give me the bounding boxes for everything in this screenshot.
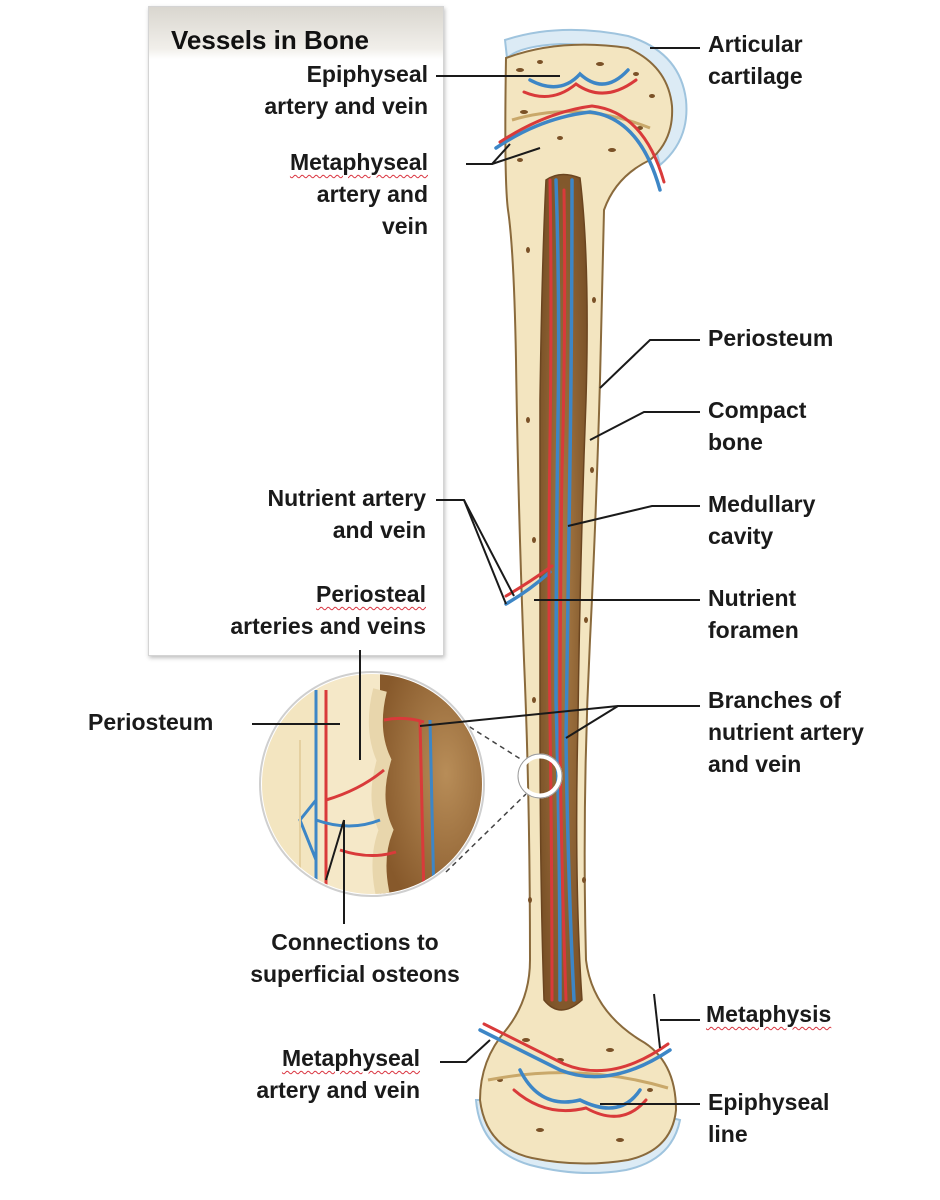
- label-connections-osteons: Connections to superficial osteons: [220, 926, 490, 990]
- label-periosteum-left: Periosteum: [88, 709, 214, 735]
- zoom-source-ring: [517, 753, 563, 799]
- title-panel: Vessels in Bone: [148, 6, 444, 656]
- label-line: artery and vein: [264, 93, 428, 119]
- label-line: Epiphyseal: [708, 1089, 830, 1115]
- label-periosteum-right: Periosteum: [708, 325, 834, 351]
- label-line: Articular: [708, 31, 803, 57]
- label-line: and vein: [708, 751, 802, 777]
- diagram-title: Vessels in Bone: [171, 25, 369, 55]
- label-line: artery and vein: [256, 1077, 420, 1103]
- label-line: Metaphyseal: [281, 1045, 420, 1071]
- label-line: cartilage: [708, 63, 803, 89]
- label-line: Metaphysis: [706, 1001, 832, 1027]
- title-band: [149, 7, 443, 59]
- label-line: foramen: [708, 617, 799, 643]
- label-line: arteries and veins: [230, 613, 426, 639]
- label-periosteal-arteries-veins: Periosteal arteries and veins: [180, 578, 426, 642]
- label-medullary-cavity: Medullary cavity: [708, 488, 815, 552]
- label-line: Metaphyseal: [289, 149, 428, 175]
- label-line: superficial osteons: [250, 961, 460, 987]
- label-metaphyseal-artery-vein-bottom: Metaphyseal artery and vein: [200, 1042, 420, 1106]
- label-epiphyseal-line: Epiphyseal line: [708, 1086, 829, 1150]
- label-line: bone: [708, 429, 763, 455]
- label-line: and vein: [332, 517, 426, 543]
- label-line: Nutrient: [708, 585, 797, 611]
- label-line: Nutrient artery: [267, 485, 426, 511]
- label-line: Epiphyseal: [306, 61, 428, 87]
- label-line: Periosteal: [316, 581, 426, 607]
- label-metaphysis: Metaphysis: [706, 998, 831, 1030]
- label-line: Branches of: [708, 687, 841, 713]
- arteries: [482, 78, 670, 1118]
- label-nutrient-foramen: Nutrient foramen: [708, 582, 799, 646]
- label-line: nutrient artery: [708, 719, 864, 745]
- epiphyseal-line-bottom: [487, 1071, 669, 1090]
- zoom-inset: [259, 671, 485, 897]
- label-epiphyseal-artery-vein: Epiphyseal artery and vein: [218, 58, 428, 122]
- label-line: vein: [381, 213, 428, 239]
- leader-lines: [252, 47, 700, 1105]
- label-line: artery and: [316, 181, 428, 207]
- label-nutrient-artery-vein: Nutrient artery and vein: [200, 482, 426, 546]
- label-line: Medullary: [708, 491, 816, 517]
- label-line: line: [708, 1121, 748, 1147]
- label-line: cavity: [708, 523, 774, 549]
- zoom-source-circle: [517, 753, 563, 799]
- label-articular-cartilage: Articular cartilage: [708, 28, 803, 92]
- label-line: Compact: [708, 397, 807, 423]
- label-compact-bone: Compact bone: [708, 394, 806, 458]
- label-metaphyseal-artery-vein-top: Metaphyseal artery and vein: [218, 146, 428, 242]
- label-line: Connections to: [271, 929, 439, 955]
- label-branches-nutrient: Branches of nutrient artery and vein: [708, 684, 864, 780]
- spongy-bone-top: [497, 60, 655, 1142]
- zoom-dash-bottom: [445, 793, 527, 873]
